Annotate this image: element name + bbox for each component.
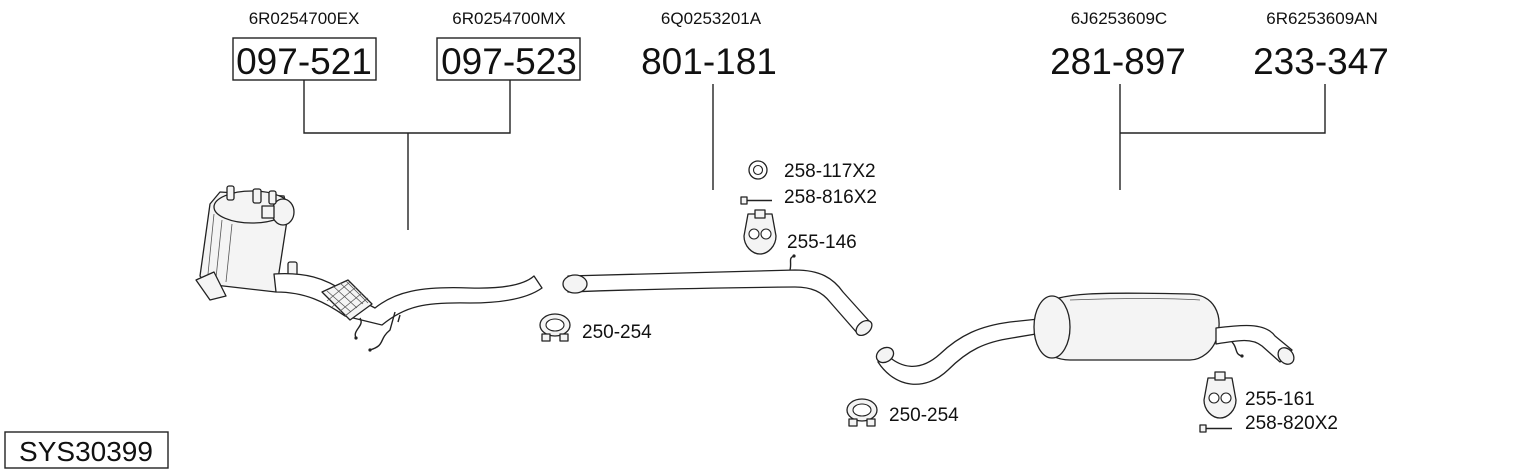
clamp-icon-front[interactable]	[539, 313, 571, 342]
rear-silencer-drawing[interactable]	[874, 292, 1297, 385]
ring-gasket-label: 258-117X2	[784, 161, 876, 182]
bolt-icon-middle[interactable]	[740, 196, 772, 205]
oem-label-5: 6R6253609AN	[1266, 9, 1378, 28]
part-number-4[interactable]: 281-897	[1050, 41, 1186, 82]
oem-label-2: 6R0254700MX	[452, 9, 565, 28]
oem-label-4: 6J6253609C	[1071, 9, 1167, 28]
hanger-icon-rear[interactable]	[1203, 371, 1237, 419]
catalyst-drawing[interactable]	[195, 185, 298, 301]
ring-gasket-icon[interactable]	[748, 160, 768, 180]
part-number-box-2	[436, 37, 581, 81]
clamp-front-label: 250-254	[582, 322, 652, 343]
leader-line-front-group	[303, 80, 511, 230]
part-number-3[interactable]: 801-181	[641, 41, 777, 82]
part-number-2[interactable]: 097-523	[441, 41, 577, 82]
part-number-5[interactable]: 233-347	[1253, 41, 1389, 82]
clamp-icon-rear[interactable]	[846, 398, 878, 427]
system-id: SYS30399	[19, 436, 153, 467]
hanger-rear-label: 255-161	[1245, 389, 1315, 410]
bolt-rear-label: 258-820X2	[1245, 413, 1338, 434]
bolt-middle-label: 258-816X2	[784, 187, 877, 208]
middle-pipe-drawing[interactable]	[562, 254, 875, 338]
hanger-icon-middle[interactable]	[743, 209, 777, 255]
front-pipe-drawing[interactable]	[273, 272, 543, 352]
hanger-middle-label: 255-146	[787, 232, 857, 253]
system-id-box	[4, 431, 169, 469]
oem-label-3: 6Q0253201A	[661, 9, 762, 28]
bolt-icon-rear[interactable]	[1199, 424, 1232, 433]
leader-line-rear-group	[1119, 84, 1326, 190]
oem-label-1: 6R0254700EX	[249, 9, 360, 28]
part-number-1[interactable]: 097-521	[236, 41, 372, 82]
clamp-rear-label: 250-254	[889, 405, 959, 426]
